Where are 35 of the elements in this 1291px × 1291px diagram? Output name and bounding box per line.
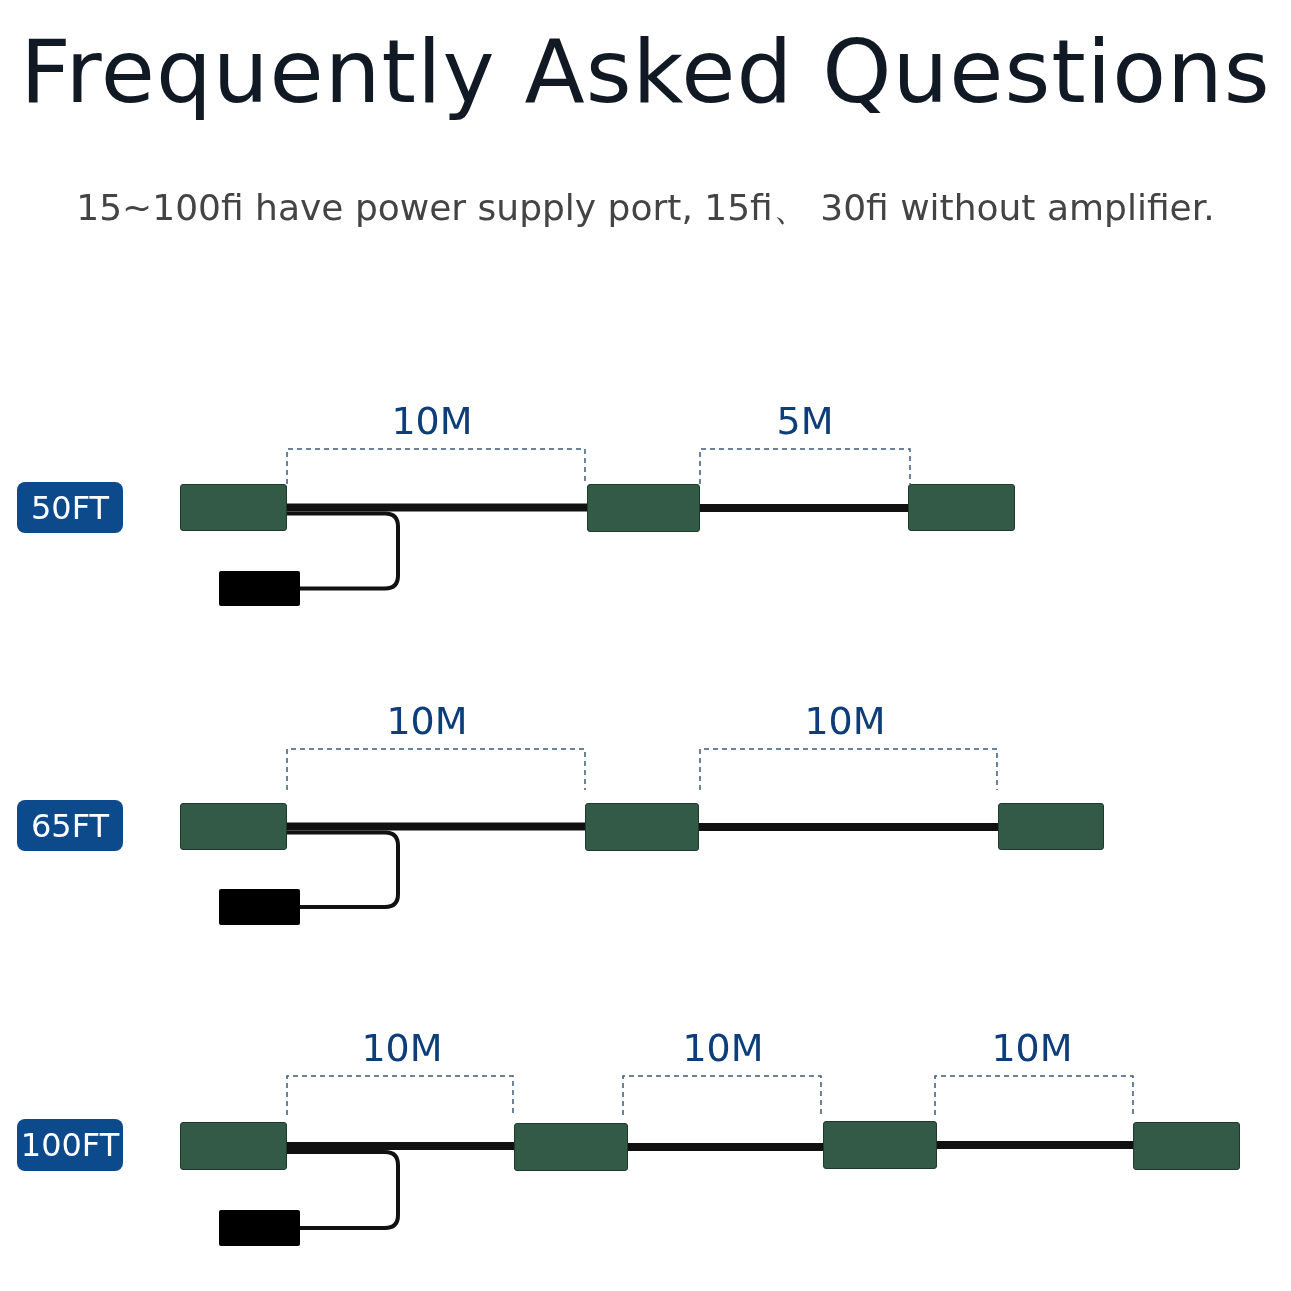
connector-box: [585, 803, 699, 851]
connector-box: [998, 803, 1104, 850]
dimension-label: 10M: [990, 1026, 1074, 1070]
dimension-label: 10M: [681, 1026, 765, 1070]
dimension-label: 10M: [360, 1026, 444, 1070]
connector-box: [180, 484, 287, 531]
connector-box: [180, 803, 287, 850]
dimension-label: 10M: [390, 399, 474, 443]
connector-box: [587, 484, 700, 532]
dimension-label: 10M: [385, 699, 469, 743]
cable: [287, 822, 585, 831]
connector-box: [514, 1123, 628, 1171]
length-badge: 50FT: [17, 482, 123, 533]
cable: [287, 1150, 400, 1230]
cable: [287, 511, 400, 591]
length-badge: 65FT: [17, 800, 123, 851]
dimension-label: 10M: [803, 699, 887, 743]
power-plug: [219, 889, 300, 925]
length-badge: 100FT: [17, 1119, 123, 1171]
connector-box: [908, 484, 1015, 531]
connector-box: [180, 1122, 287, 1170]
cable: [287, 503, 587, 512]
cable: [628, 1143, 823, 1151]
cable: [287, 830, 400, 909]
cable: [287, 1142, 514, 1150]
dimension-label: 5M: [775, 399, 835, 443]
power-plug: [219, 571, 300, 606]
title: Frequently Asked Questions: [19, 20, 1272, 123]
connector-box: [823, 1121, 937, 1169]
subtitle: 15~100fi have power supply port, 15fi、 30fi without amplifier.: [75, 186, 1216, 230]
power-plug: [219, 1210, 300, 1246]
cable: [700, 504, 908, 512]
cable: [937, 1141, 1133, 1149]
cable: [699, 823, 998, 831]
connector-box: [1133, 1122, 1240, 1170]
